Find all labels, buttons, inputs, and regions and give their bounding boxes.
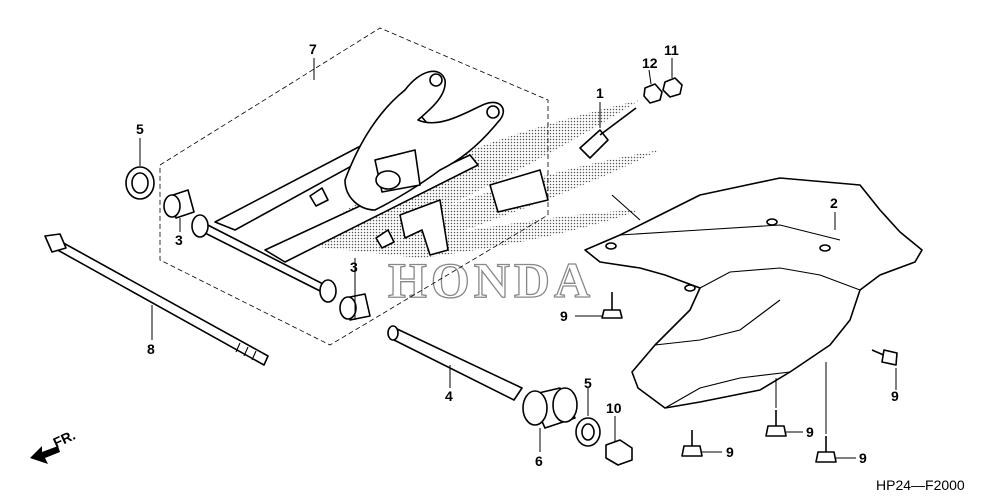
direction-marker-label: FR. <box>51 427 78 451</box>
flange-bolt-3 <box>765 410 787 437</box>
callout-7: 7 <box>309 41 317 57</box>
callout-6: 6 <box>535 453 543 469</box>
callout-10: 10 <box>606 400 622 416</box>
callout-8: 8 <box>147 341 155 357</box>
swingarm <box>191 70 549 303</box>
callout-3-upper: 3 <box>175 232 183 248</box>
flange-nut <box>643 83 663 104</box>
hex-nut <box>662 77 683 98</box>
callout-1: 1 <box>596 85 604 101</box>
leader-lines <box>139 58 897 459</box>
callout-4: 4 <box>445 388 453 404</box>
flange-bolt-1 <box>601 292 623 319</box>
bearing <box>522 387 578 429</box>
diagram-code: HP24—F2000 <box>876 477 965 493</box>
callout-9-c: 9 <box>806 424 814 440</box>
callout-11: 11 <box>664 42 679 58</box>
callout-9-b: 9 <box>891 388 899 404</box>
callout-3-lower: 3 <box>350 259 358 275</box>
bushing-lower <box>339 293 371 321</box>
swingarm-assembly-outline <box>159 27 549 346</box>
callout-9-d: 9 <box>726 444 734 460</box>
bushing-upper <box>163 189 195 219</box>
callout-5-lower: 5 <box>584 375 592 391</box>
front-direction-marker: FR. <box>30 427 78 464</box>
callout-9-e: 9 <box>859 450 867 466</box>
flange-bolt-5 <box>815 436 837 463</box>
seal-ring-upper <box>125 166 155 200</box>
callout-2: 2 <box>830 195 838 211</box>
callout-5-upper: 5 <box>136 121 144 137</box>
pivot-bolt <box>44 233 269 366</box>
honda-watermark-text: HONDA <box>388 252 594 308</box>
flange-bolt-4 <box>681 430 703 457</box>
honda-wing-watermark: HONDA <box>300 100 660 309</box>
pivot-collar <box>387 325 523 401</box>
pivot-nut <box>605 439 633 466</box>
skid-plate <box>584 177 923 409</box>
seal-ring-lower <box>575 417 601 447</box>
callout-9-a: 9 <box>560 308 568 324</box>
flange-bolt-2 <box>871 349 898 366</box>
adjuster-bolt <box>579 107 637 159</box>
callout-12: 12 <box>642 55 658 71</box>
